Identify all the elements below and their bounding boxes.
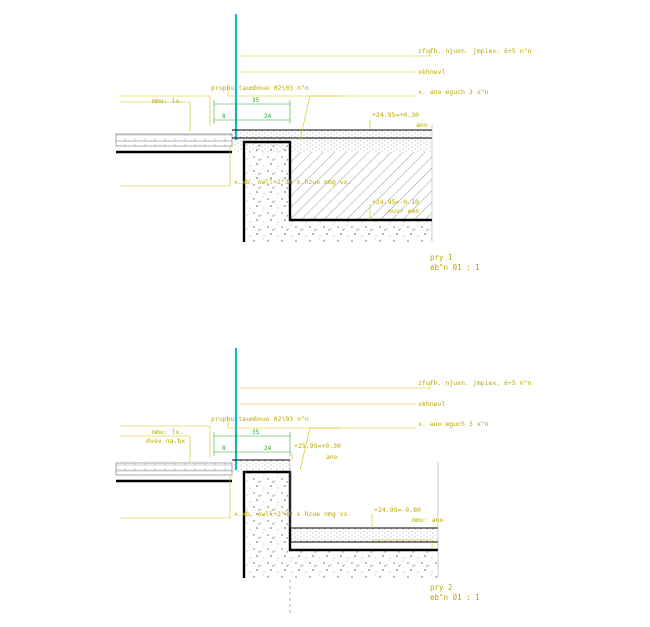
hatched-slab-1 [290,152,432,220]
label-glass-1: zfufh. njuxn. jmpiex. 6+5 n"n [418,47,532,55]
detail-title-1: pry 1 [430,253,453,262]
deck-boards-1 [115,133,233,147]
detail-title-2: pry 2 [430,583,453,592]
concrete-pier-2 [246,472,288,578]
label-profile-1: pruphu taumbnuo 02\03 n"n [211,84,309,92]
label-right3-1: x. ano eguch 3 x"n [418,88,489,96]
dim-left-2: 8 [222,445,226,452]
level-top-2: +25.95=+0.30 [294,442,341,450]
dimension-group-2: 35 8 24 [213,429,291,456]
label-bottom-2: x.xb. owll+2"30 x.hzue nmg vx. [234,510,351,518]
concrete-base-2 [288,550,438,578]
label-xkhnevl-2: xkhnevl [418,400,445,408]
label-left2-2: dvev na.bx [146,437,185,445]
deck-boards-2 [115,462,233,476]
concrete-base-1 [288,220,432,242]
label-glass-2: zfufh. njuxn. jmpiex. 6+5 n"n [418,379,532,387]
level-bot-sub-1: ouvr emo [388,207,419,215]
label-right3-2: x. ano eguch 3 x"n [418,420,489,428]
level-bot-2: +24.95=-0.80 [374,506,421,514]
label-xkhnevl-1: xkhnevl [418,68,445,76]
level-top-sub-1: ano [416,121,428,129]
dim-top-1: 35 [252,97,260,104]
level-bot-1: +24.95=-0.10 [372,198,419,206]
detail-scale-1: eb"n 01 : 1 [430,263,480,272]
label-left-1: mmu: lx. [152,97,183,105]
label-left1-2: mmu: lx. [152,428,183,436]
label-profile-2: pruphu taumbnuo 02\03 n"n [211,415,309,423]
detail-2: 35 8 24 zfufh. njuxn. jmpiex. 6+5 n"n xk… [115,348,532,615]
dim-left-1: 8 [222,113,226,120]
detail-scale-2: eb"n 01 : 1 [430,593,480,602]
screed-layer-2 [232,460,290,472]
dim-top-2: 35 [252,429,260,436]
concrete-pier-1 [246,142,288,242]
dim-right-2: 24 [264,445,272,452]
detail-1: 35 8 24 zfufh. njuxn. jmpiex. 6+5 n"n xk… [115,14,532,272]
dimension-group-1: 35 8 24 [213,97,291,124]
screed-lower-2 [290,528,438,542]
screed-layer-1 [232,130,432,152]
level-bot-sub-2: mmu: ano [412,516,443,524]
level-top-1: +24.95=+0.30 [372,111,419,119]
label-bottom-1: x.xb. owll+2"30 x.hzue nmg vx. [234,178,351,186]
level-top-sub-2: ano [326,453,338,461]
dim-right-1: 24 [264,113,272,120]
